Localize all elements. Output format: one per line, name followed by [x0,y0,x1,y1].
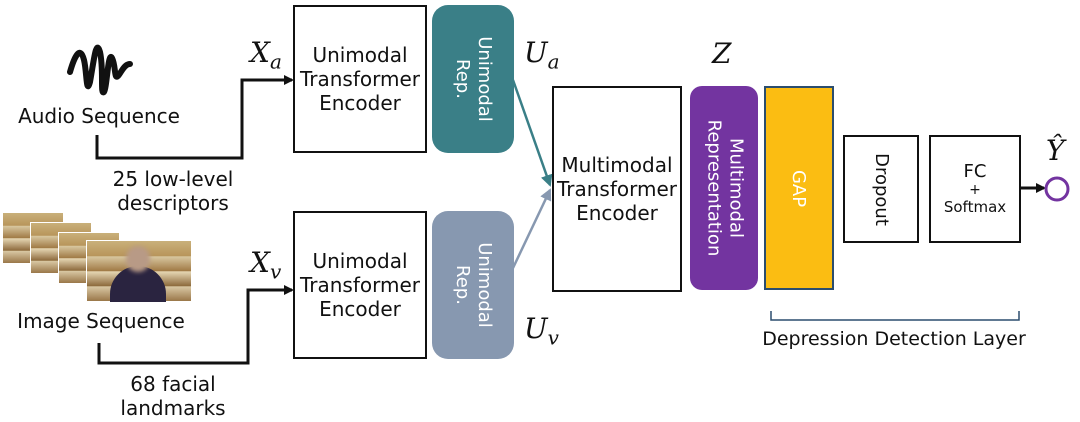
fc-softmax-block: FC + Softmax [929,135,1021,243]
image-to-encoder-arrow [97,285,294,365]
z-symbol: Z [712,37,732,70]
xv-symbol: Xv [250,246,282,284]
image-unimodal-encoder: Unimodal Transformer Encoder [293,211,427,359]
multimodal-representation: Multimodal Representation [690,86,758,290]
softmax-label: Softmax [943,198,1007,216]
audio-to-encoder-arrow [95,75,294,160]
output-node [1044,176,1070,202]
audio-unimodal-rep: Unimodal Rep. [432,5,514,153]
multimodal-transformer-encoder: Multimodal Transformer Encoder [552,86,682,292]
dropout-label: Dropout [870,152,892,226]
audio-descriptor-label: 25 low-level descriptors [112,167,234,215]
fc-plus-label: + [969,182,981,198]
image-descriptor-label: 68 facial landmarks [120,372,226,420]
image-rep-to-multimodal-arrow [511,188,552,269]
xa-symbol: Xa [250,36,282,74]
image-rep-label: Unimodal Rep. [452,242,495,328]
audio-rep-to-multimodal-arrow [511,79,553,187]
depression-layer-bracket [770,311,1020,321]
depression-layer-label: Depression Detection Layer [762,328,1026,350]
gap-label: GAP [788,169,810,207]
audio-rep-label: Unimodal Rep. [452,36,495,122]
video-frames-thumbnail [2,212,192,302]
blurred-face [126,246,150,272]
uv-symbol: Uv [524,312,559,350]
waveform-icon [67,44,133,96]
image-unimodal-rep: Unimodal Rep. [432,211,514,359]
ua-symbol: Ua [524,36,560,74]
multimodal-encoder-label: Multimodal Transformer Encoder [556,153,677,225]
fc-label: FC [963,161,987,182]
audio-unimodal-encoder: Unimodal Transformer Encoder [293,5,427,153]
image-encoder-label: Unimodal Transformer Encoder [299,249,420,321]
audio-encoder-label: Unimodal Transformer Encoder [299,43,420,115]
dropout-block: Dropout [843,135,919,243]
audio-sequence-label: Audio Sequence [18,104,180,128]
yhat-symbol: Ŷ [1046,134,1065,167]
gap-block: GAP [764,86,834,290]
multimodal-rep-label: Multimodal Representation [703,119,746,257]
image-sequence-label: Image Sequence [17,309,185,333]
